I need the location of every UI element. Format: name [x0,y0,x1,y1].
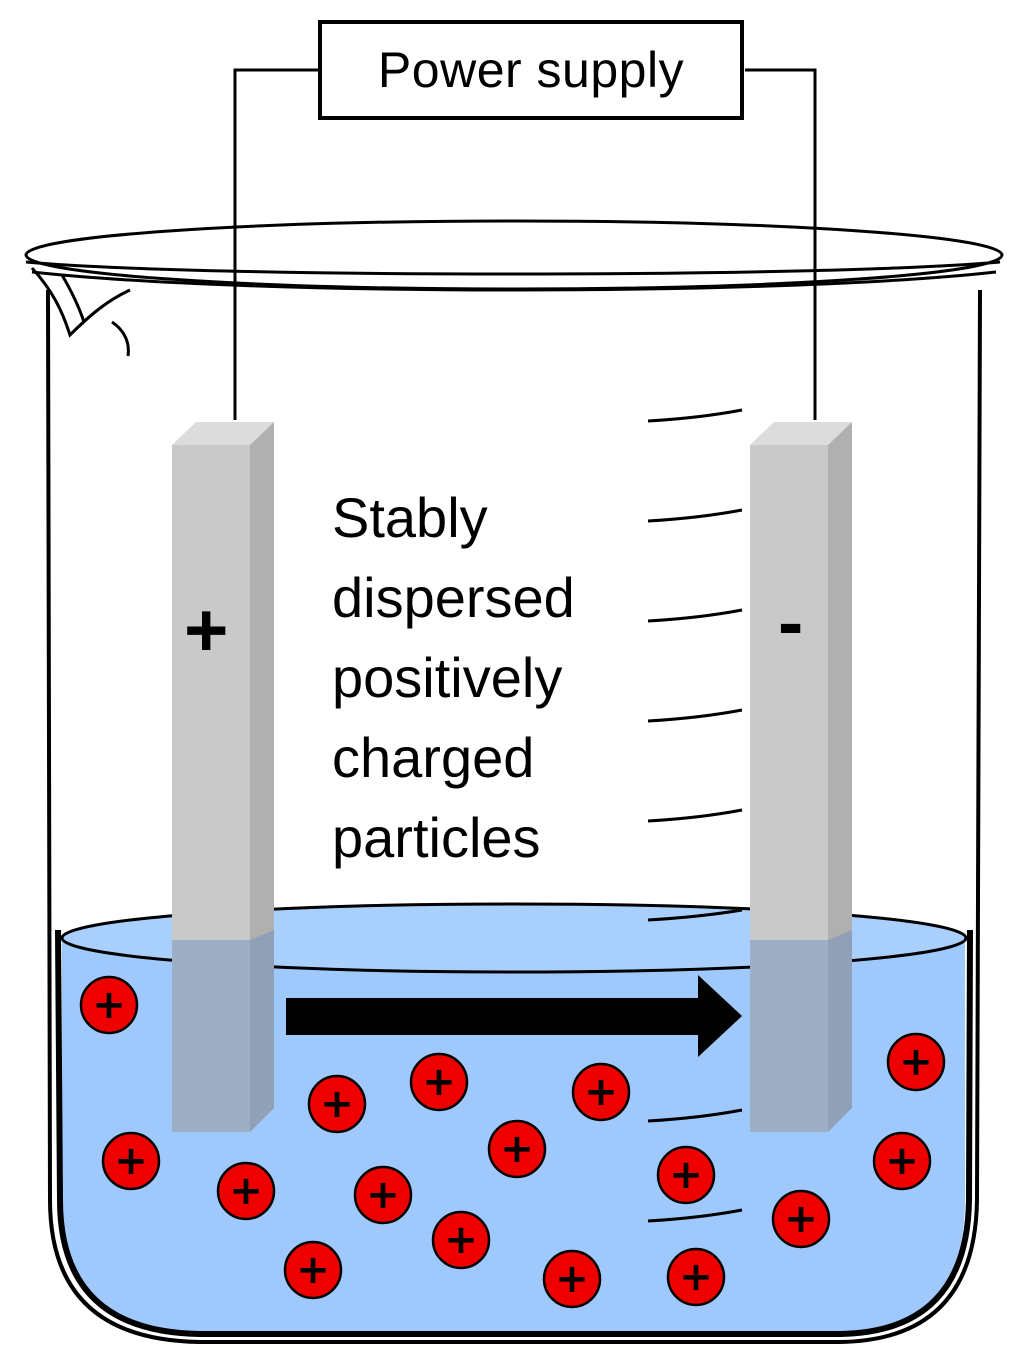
charged-particle: + [487,1119,547,1179]
negative-electrode [750,422,852,1132]
particle-charge-symbol: + [500,1126,534,1172]
description-line: charged [332,726,535,789]
charged-particle: + [307,1074,367,1134]
beaker-walls [46,289,982,1344]
particle-charge-symbol: + [444,1217,478,1263]
description-line: particles [332,806,541,869]
charged-particle: + [872,1131,932,1191]
particles: + + + + + + + + + + + + + + + + [79,975,946,1309]
power-supply-box: Power supply [318,20,744,120]
particle-charge-symbol: + [679,1254,713,1300]
particle-charge-symbol: + [114,1138,148,1184]
beaker-rim [24,219,1004,292]
charged-particle: + [79,975,139,1035]
charged-particle: + [431,1210,491,1270]
power-supply-label: Power supply [377,42,685,98]
particle-charge-symbol: + [584,1069,618,1115]
charged-particle: + [571,1062,631,1122]
charged-particle: + [409,1052,469,1112]
charged-particle: + [283,1240,343,1300]
measurement-marks [647,408,743,1223]
particle-charge-symbol: + [669,1152,703,1198]
charged-particle: + [656,1145,716,1205]
description-label: Stably dispersed positively charged part… [332,478,652,878]
description-line: positively [332,646,563,709]
submerged-tint [172,930,852,1132]
beaker-spout [30,266,131,357]
charged-particle: + [542,1249,602,1309]
particle-charge-symbol: + [885,1138,919,1184]
anode-sign: + [184,588,229,673]
charged-particle: + [353,1165,413,1225]
charged-particle: + [771,1189,831,1249]
particle-charge-symbol: + [366,1172,400,1218]
particle-charge-symbol: + [320,1081,354,1127]
positive-wire [233,68,320,420]
particle-charge-symbol: + [296,1247,330,1293]
charged-particle: + [216,1161,276,1221]
particle-charge-symbol: + [92,982,126,1028]
positive-electrode [172,422,274,1132]
liquid-surface [60,902,968,974]
migration-arrow [286,975,742,1057]
negative-wire [745,68,817,420]
particle-charge-symbol: + [229,1168,263,1214]
charged-particle: + [101,1131,161,1191]
description-line: Stably [332,486,488,549]
description-line: dispersed [332,566,575,629]
charged-particle: + [666,1247,726,1307]
particle-charge-symbol: + [784,1196,818,1242]
charged-particle: + [886,1032,946,1092]
particle-charge-symbol: + [422,1059,456,1105]
particle-charge-symbol: + [555,1256,589,1302]
cathode-sign: - [778,580,804,665]
particle-charge-symbol: + [899,1039,933,1085]
wires [233,68,817,420]
